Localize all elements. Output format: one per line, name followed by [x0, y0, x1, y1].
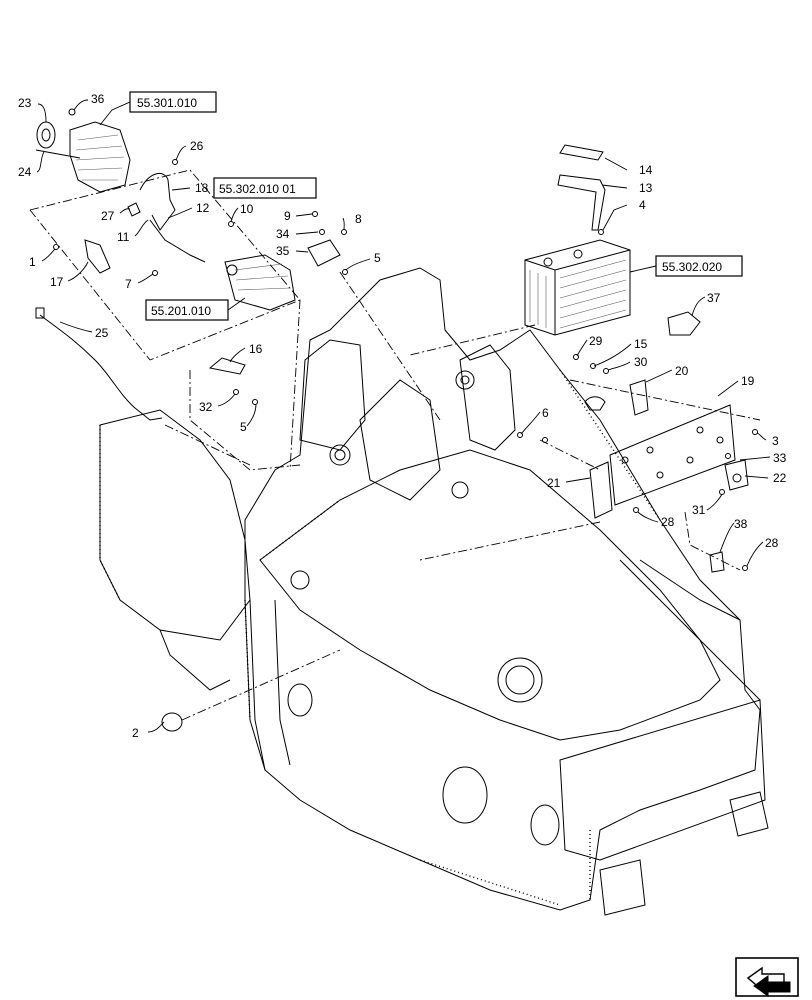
callout-36: 36: [91, 92, 105, 106]
callout-27: 27: [101, 209, 115, 223]
svg-text:55.302.020: 55.302.020: [662, 260, 722, 274]
svg-text:55.301.010: 55.301.010: [137, 96, 197, 110]
bracket-17: [84, 239, 111, 274]
callout-22: 22: [773, 471, 787, 485]
callout-7: 7: [125, 277, 132, 291]
callout-29: 29: [589, 334, 603, 348]
starter-motor: [224, 254, 296, 311]
callout-28b: 28: [765, 536, 779, 550]
cable-12: [149, 219, 206, 263]
callout-20: 20: [675, 364, 689, 378]
callout-31: 31: [692, 503, 706, 517]
clamp: [584, 396, 606, 411]
svg-text:55.302.010 01: 55.302.010 01: [219, 182, 296, 196]
bracket-21: [589, 461, 613, 519]
callout-17: 17: [50, 275, 64, 289]
callout-16: 16: [249, 342, 263, 356]
cap-37: [667, 311, 701, 336]
callouts: 23 36 24 26 18 12 27 11 10 9 34 35 8 5 1…: [18, 92, 787, 740]
previous-page-arrow-icon[interactable]: [735, 957, 799, 997]
harness-18: [139, 172, 176, 231]
battery: [524, 239, 631, 336]
hardware: [53, 159, 758, 571]
connector-25: [35, 307, 45, 319]
bracket-20: [629, 379, 649, 416]
callout-21: 21: [547, 476, 561, 490]
callout-2: 2: [132, 726, 139, 740]
svg-text:55.201.010: 55.201.010: [151, 304, 211, 318]
callout-32: 32: [199, 400, 213, 414]
reference-55-302-020[interactable]: 55.302.020: [655, 255, 743, 277]
hold-down-13: [557, 174, 606, 231]
callout-25: 25: [95, 326, 109, 340]
callout-8: 8: [355, 212, 362, 226]
callout-28: 28: [661, 515, 675, 529]
alternator: [35, 108, 131, 193]
bracket-16: [208, 357, 246, 375]
loader-frame: [244, 267, 769, 916]
callout-23: 23: [18, 96, 32, 110]
reference-55-301-010[interactable]: 55.301.010: [129, 91, 217, 113]
strap-14: [559, 144, 604, 161]
callout-19: 19: [741, 374, 755, 388]
callout-15: 15: [634, 337, 648, 351]
callout-30: 30: [634, 355, 648, 369]
callout-13: 13: [639, 181, 653, 195]
relay-35: [307, 239, 341, 267]
callout-18: 18: [195, 181, 209, 195]
callout-37: 37: [707, 291, 721, 305]
callout-35: 35: [276, 244, 290, 258]
callout-12: 12: [196, 201, 210, 215]
callout-26: 26: [190, 139, 204, 153]
o-ring-2: [161, 712, 183, 732]
callout-6: 6: [542, 406, 549, 420]
leader-lines: [36, 99, 771, 733]
assembly-lines: [29, 169, 761, 721]
reference-boxes: 55.301.010 55.302.010 01 55.302.020 55.2…: [99, 91, 743, 321]
bracket-22: [724, 459, 749, 491]
fender-panel: [99, 409, 251, 691]
callout-11: 11: [117, 230, 130, 244]
callout-5b: 5: [240, 420, 247, 434]
callout-10: 10: [240, 202, 254, 216]
callout-5: 5: [374, 251, 381, 265]
callout-3: 3: [772, 434, 779, 448]
harness-25: [39, 314, 163, 421]
callout-24: 24: [18, 165, 32, 179]
callout-38: 38: [734, 517, 748, 531]
reference-55-302-010-01[interactable]: 55.302.010 01: [213, 177, 317, 199]
callout-33: 33: [773, 451, 787, 465]
reference-55-201-010[interactable]: 55.201.010: [145, 299, 229, 321]
callout-1: 1: [29, 255, 36, 269]
clip-38: [709, 551, 725, 573]
tray-plate-19: [609, 404, 736, 506]
callout-14: 14: [639, 163, 653, 177]
callout-9: 9: [284, 209, 291, 223]
callout-4: 4: [639, 198, 646, 212]
clip-27: [127, 202, 141, 217]
callout-34: 34: [276, 227, 290, 241]
